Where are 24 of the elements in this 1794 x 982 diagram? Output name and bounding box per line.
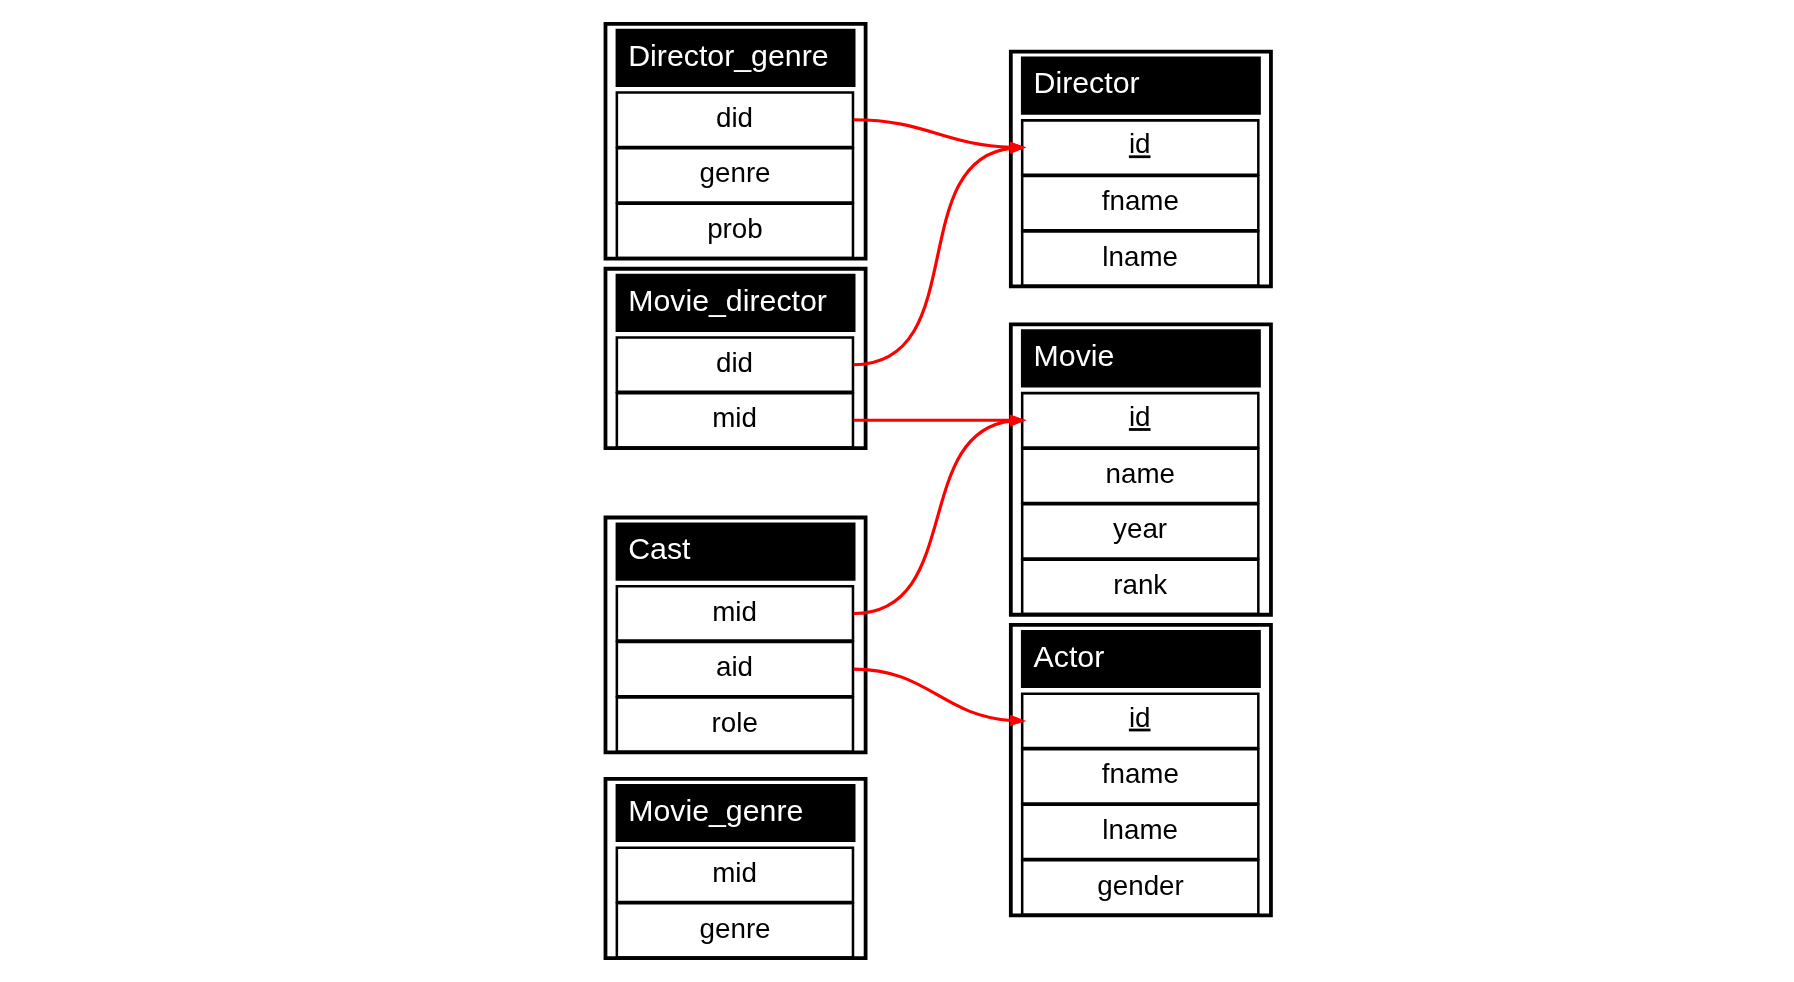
node-box: id	[1020, 692, 1260, 750]
node-box: mid	[615, 391, 855, 449]
node-box: role	[615, 696, 855, 754]
node-box: fname	[1020, 747, 1260, 805]
node-box: rank	[1020, 558, 1260, 616]
node-box: lname	[1020, 230, 1260, 288]
arrow	[853, 414, 1027, 427]
node-box: gender	[1020, 859, 1260, 916]
node-box: mid	[615, 585, 855, 642]
node-box: fname	[1020, 174, 1260, 232]
node-box: name	[1020, 447, 1260, 505]
node-box: mid	[615, 846, 855, 904]
node-box: did	[615, 336, 855, 394]
node-box: prob	[615, 202, 855, 260]
arrow	[853, 667, 1027, 727]
node-box: genre	[615, 902, 855, 959]
node-box: aid	[615, 640, 855, 698]
node-box: genre	[615, 146, 855, 204]
node-box: id	[1020, 119, 1260, 176]
node-box: did	[615, 91, 855, 149]
node-box: year	[1020, 503, 1260, 560]
arrow	[853, 415, 1027, 616]
node-box: lname	[1020, 803, 1260, 861]
node-box: id	[1020, 391, 1260, 449]
